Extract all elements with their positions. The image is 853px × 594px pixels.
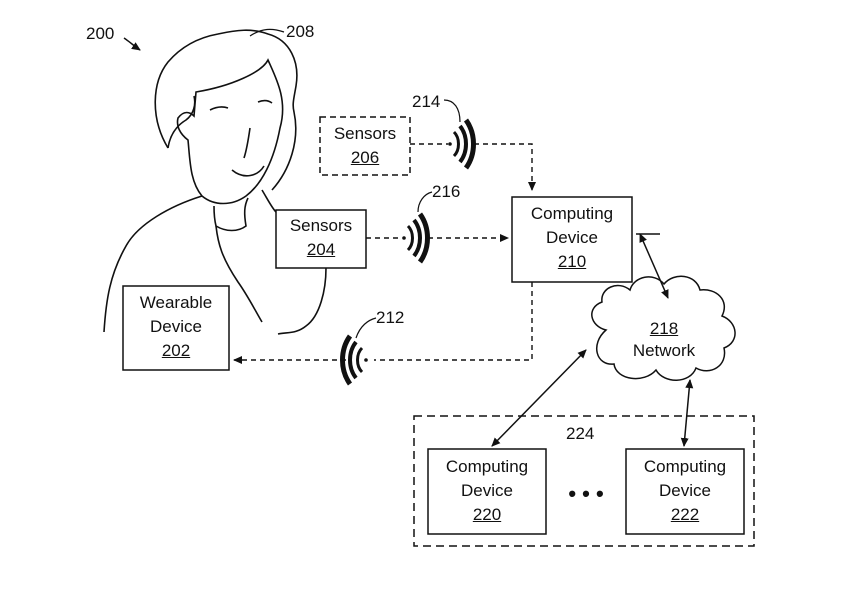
link-206-210: [410, 143, 532, 190]
computing-210-number: 210: [557, 252, 587, 271]
link-network-222: [680, 379, 694, 447]
sensors-206-number: 206: [350, 148, 380, 167]
left-eye: [209, 106, 229, 111]
sensors-204-text: Sensors: [289, 216, 353, 235]
computing-220-number: 220: [472, 505, 502, 524]
signal-214-icon: [448, 118, 476, 170]
ref-200: 200: [86, 24, 115, 43]
sensors-206-label: Sensors 206: [320, 122, 410, 170]
wearable-202-box: [122, 285, 230, 371]
network-218-text: Network: [632, 341, 696, 360]
network-218-label: 218 Network: [614, 318, 714, 362]
computing-222-line2: Device: [659, 481, 711, 500]
signal-212-icon: [340, 334, 368, 386]
collar-inner: [215, 225, 263, 323]
computing-222-number: 222: [670, 505, 700, 524]
wearable-202-line2: Device: [150, 317, 202, 336]
computing-222-label: Computing Device 222: [626, 455, 744, 527]
wearable-202-number: 202: [161, 341, 191, 360]
sensors-206-box: [319, 116, 411, 176]
computing-210-line1: Computing: [530, 204, 614, 223]
computing-210-label: Computing Device 210: [512, 202, 632, 274]
computing-210-box: [511, 196, 633, 283]
computing-220-label: Computing Device 220: [428, 455, 546, 527]
sensors-204-label: Sensors 204: [276, 214, 366, 262]
torso-right: [277, 267, 327, 335]
person-illustration: [103, 29, 327, 335]
mouth: [231, 165, 265, 177]
computing-220-line2: Device: [461, 481, 513, 500]
wearable-202-line1: Wearable: [139, 293, 213, 312]
nose: [243, 127, 251, 159]
ref-200-arrow: [123, 37, 141, 51]
shoulder-right: [261, 189, 277, 213]
hair-curl: [167, 95, 196, 149]
network-218-number: 218: [649, 319, 679, 338]
ref-216-leader: [417, 191, 433, 213]
ref-212-leader: [355, 317, 377, 339]
sensors-204-number: 204: [306, 240, 336, 259]
ref-208-leader: [249, 28, 285, 37]
hair-outline: [154, 29, 298, 191]
computing-210-line2: Device: [546, 228, 598, 247]
computing-222-box: [625, 448, 745, 535]
neck: [213, 197, 249, 232]
link-210-202: [234, 282, 533, 360]
ref-214: 214: [412, 92, 441, 111]
sensors-204-box: [275, 209, 367, 269]
ref-214-leader: [443, 99, 461, 123]
network-cloud: [591, 275, 736, 381]
computing-220-box: [427, 448, 547, 535]
link-network-220: [491, 349, 587, 447]
sensors-206-text: Sensors: [333, 124, 397, 143]
ref-224: 224: [566, 424, 595, 443]
face-outline: [176, 58, 284, 205]
ref-208: 208: [286, 22, 315, 41]
signal-216-icon: [402, 212, 430, 264]
right-eye: [257, 99, 273, 104]
ref-216: 216: [432, 182, 461, 201]
ref-212: 212: [376, 308, 405, 327]
wearable-202-label: Wearable Device 202: [123, 291, 229, 363]
link-210-network: [639, 233, 669, 299]
torso-outline: [103, 195, 203, 333]
ellipsis: • • •: [568, 481, 604, 506]
computing-220-line1: Computing: [445, 457, 529, 476]
computing-222-line1: Computing: [643, 457, 727, 476]
